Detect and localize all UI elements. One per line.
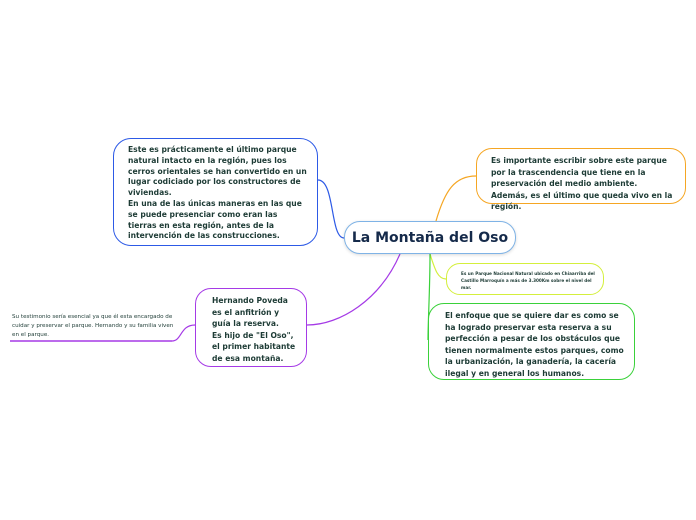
connector-top-right	[435, 175, 477, 222]
connector-left-note	[171, 324, 196, 342]
topic-park-intact[interactable]: Este es prácticamente el último parque n…	[113, 138, 318, 246]
topic-focus[interactable]: El enfoque que se quiere dar es como se …	[428, 303, 635, 380]
topic-location[interactable]: Es un Parque Nacional Natural ubicado en…	[446, 263, 604, 295]
connector-purple	[306, 253, 401, 326]
subtopic-testimony[interactable]: Su testimonio sería esencial ya que él e…	[12, 314, 174, 338]
topic-hernando[interactable]: Hernando Poveda es el anfitrión y guía l…	[195, 288, 307, 367]
central-topic[interactable]: La Montaña del Oso	[344, 221, 516, 254]
connector-top-left	[317, 179, 345, 239]
topic-importance[interactable]: Es importante escribir sobre este parque…	[476, 148, 686, 211]
connector-small-right	[429, 253, 447, 280]
